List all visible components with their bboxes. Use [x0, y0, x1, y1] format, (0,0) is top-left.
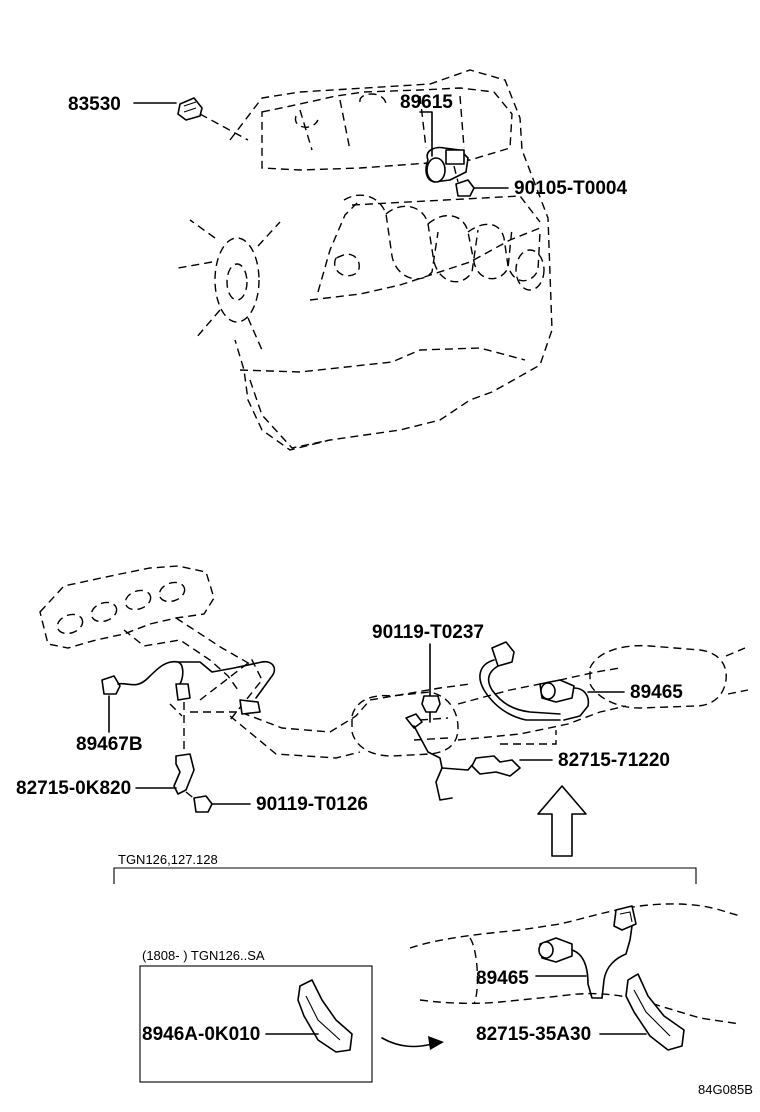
up-arrow	[537, 785, 587, 857]
label-90105-t0004: 90105-T0004	[514, 178, 627, 199]
label-82715-71220: 82715-71220	[558, 750, 670, 771]
label-82715-0k820: 82715-0K820	[16, 778, 131, 799]
label-89465-lower: 89465	[476, 968, 529, 989]
sensor-89465-upper	[479, 641, 625, 721]
model-bracket	[113, 867, 697, 884]
label-82715-35a30: 82715-35A30	[476, 1024, 591, 1045]
label-89465-upper: 89465	[630, 682, 683, 703]
label-83530: 83530	[68, 94, 121, 115]
sensor-89467b	[101, 660, 276, 733]
label-90119-t0237: 90119-T0237	[372, 622, 484, 643]
bolt-90119-t0237	[405, 643, 499, 801]
sensor-89465-lower	[535, 905, 637, 999]
exhaust-manifold-illustration	[39, 565, 749, 759]
label-90119-t0126: 90119-T0126	[256, 794, 368, 815]
variant-box	[139, 965, 373, 1083]
bolt-90119-t0126	[185, 791, 251, 813]
converter-bottom-illustration	[409, 903, 741, 1025]
oil-pressure-switch-83530	[133, 97, 249, 141]
bolt-90105-t0004	[453, 165, 509, 197]
model-note: TGN126,127.128	[118, 852, 218, 867]
figure-code: 84G085B	[698, 1082, 753, 1097]
sensor-89615	[419, 111, 469, 183]
label-8946a-0k010: 8946A-0K010	[142, 1024, 260, 1045]
bracket-82715-71220	[471, 730, 557, 777]
replacement-arrow	[381, 1036, 444, 1050]
bracket-8946a-0k010	[265, 979, 353, 1053]
label-89615: 89615	[400, 92, 453, 113]
label-89467b: 89467B	[76, 734, 143, 755]
bracket-82715-0k820	[135, 702, 195, 795]
bracket-82715-35a30	[599, 973, 685, 1051]
variant-box-title: (1808- ) TGN126..SA	[142, 948, 265, 963]
engine-block-illustration	[177, 69, 553, 451]
